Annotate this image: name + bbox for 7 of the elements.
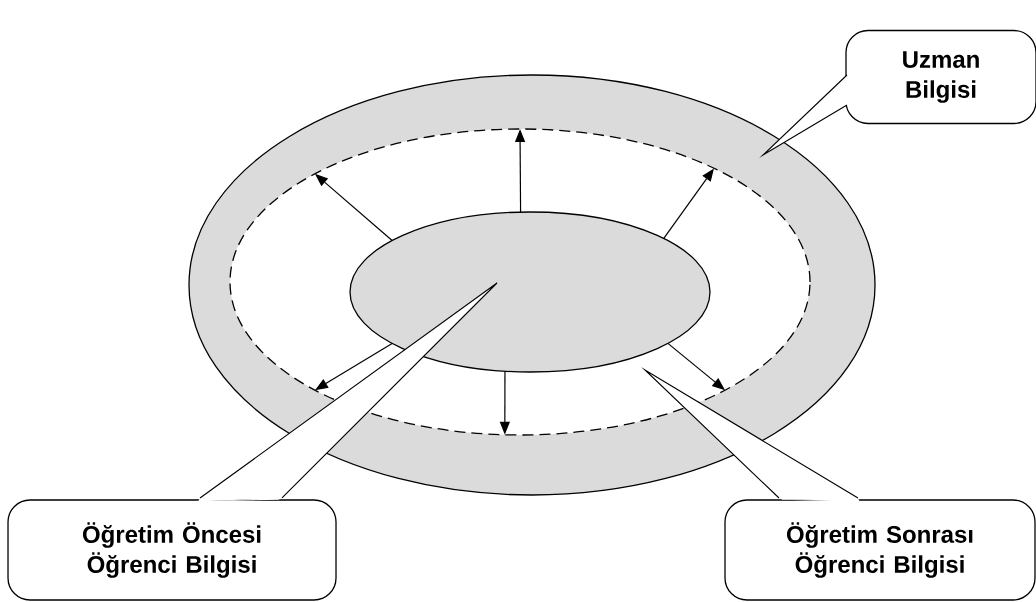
dotted-ellipse <box>349 211 711 373</box>
callout-tail <box>641 366 860 502</box>
callout-tail <box>198 282 498 502</box>
callout-box: Uzman Bilgisi <box>845 29 1036 125</box>
callout-tail <box>759 74 851 158</box>
callout-box: Öğretim Öncesi Öğrenci Bilgisi <box>7 499 337 601</box>
callout-box: Öğretim Sonrası Öğrenci Bilgisi <box>724 499 1036 601</box>
